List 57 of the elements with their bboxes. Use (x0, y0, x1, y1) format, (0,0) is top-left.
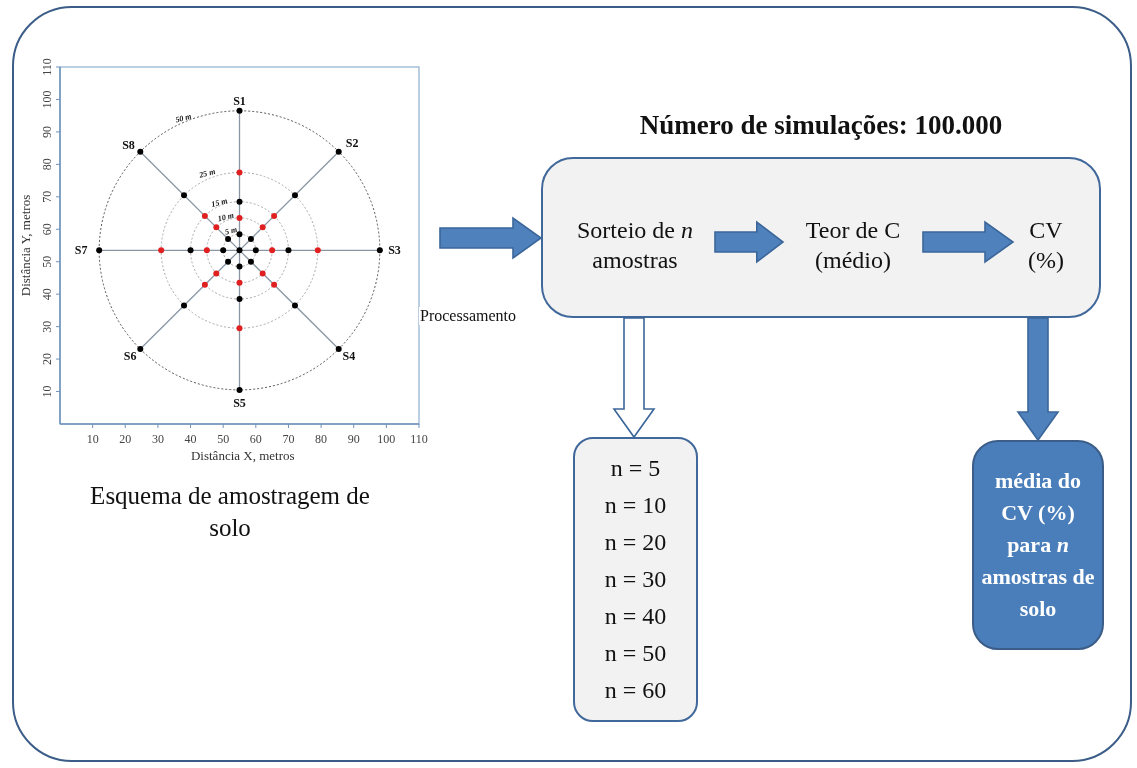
tick-label: 80 (40, 158, 54, 171)
tick-label: 100 (40, 90, 54, 109)
ring-label: 25 m (198, 166, 217, 180)
tick-label: 110 (40, 58, 54, 76)
tick-label: 80 (315, 432, 328, 446)
result-box: média do CV (%) para n amostras de solo (972, 440, 1104, 650)
step-text: Teor de C (médio) (804, 216, 902, 275)
block-arrow (612, 317, 656, 439)
tick-label: 30 (151, 432, 164, 446)
tick-label: 50 (217, 432, 230, 446)
list-item: n = 20 (604, 528, 667, 557)
ring-label: 10 m (216, 210, 235, 224)
axis-title: Distância X, metros (190, 448, 295, 463)
tick-label: 10 (40, 385, 54, 398)
tick-label: 90 (40, 125, 54, 138)
tick-label: 60 (249, 432, 262, 446)
panel-heading: Número de simulações: 100.000 (638, 110, 1004, 140)
tick-label: 90 (347, 432, 360, 446)
tick-label: 110 (410, 432, 428, 446)
tick-label: 40 (184, 432, 197, 446)
step-text: Sorteio de n amostras (576, 216, 694, 275)
list-item: n = 60 (604, 676, 667, 705)
tick-label: 70 (40, 190, 54, 203)
ring-label: 50 m (174, 111, 193, 125)
point-label: S6 (123, 348, 137, 363)
ring-label: 15 m (210, 196, 229, 209)
list-item: n = 40 (604, 602, 667, 631)
tick-label: 60 (40, 223, 54, 236)
tick-label: 70 (282, 432, 295, 446)
tick-label: 30 (40, 320, 54, 333)
block-arrow (922, 220, 1015, 264)
axis-title: Distância Y, metros (20, 194, 33, 297)
point-label: S8 (122, 137, 135, 152)
point-label: S2 (345, 136, 359, 151)
list-item: n = 30 (604, 565, 667, 594)
list-item: n = 5 (610, 454, 661, 483)
tick-label: 40 (40, 288, 54, 301)
ring-label: 5 m (224, 224, 239, 237)
step-text: CV (%) (1027, 216, 1065, 275)
edge-label: Processamento (419, 307, 517, 325)
list-item: n = 50 (604, 639, 667, 668)
node-label: Esquema de amostragem de solo (90, 481, 370, 543)
point-label: S1 (233, 94, 246, 109)
block-arrow (714, 220, 785, 264)
block-arrow (1016, 317, 1060, 442)
point-label: S3 (388, 243, 401, 258)
point-label: S7 (74, 243, 88, 258)
tick-label: 50 (40, 255, 54, 268)
tick-label: 100 (377, 432, 396, 446)
tick-label: 20 (40, 353, 54, 366)
list-box (573, 437, 698, 722)
tick-label: 10 (86, 432, 99, 446)
point-label: S5 (233, 395, 246, 410)
list-item: n = 10 (604, 491, 667, 520)
tick-label: 20 (119, 432, 132, 446)
point-label: S4 (342, 348, 356, 363)
block-arrow (439, 216, 543, 260)
